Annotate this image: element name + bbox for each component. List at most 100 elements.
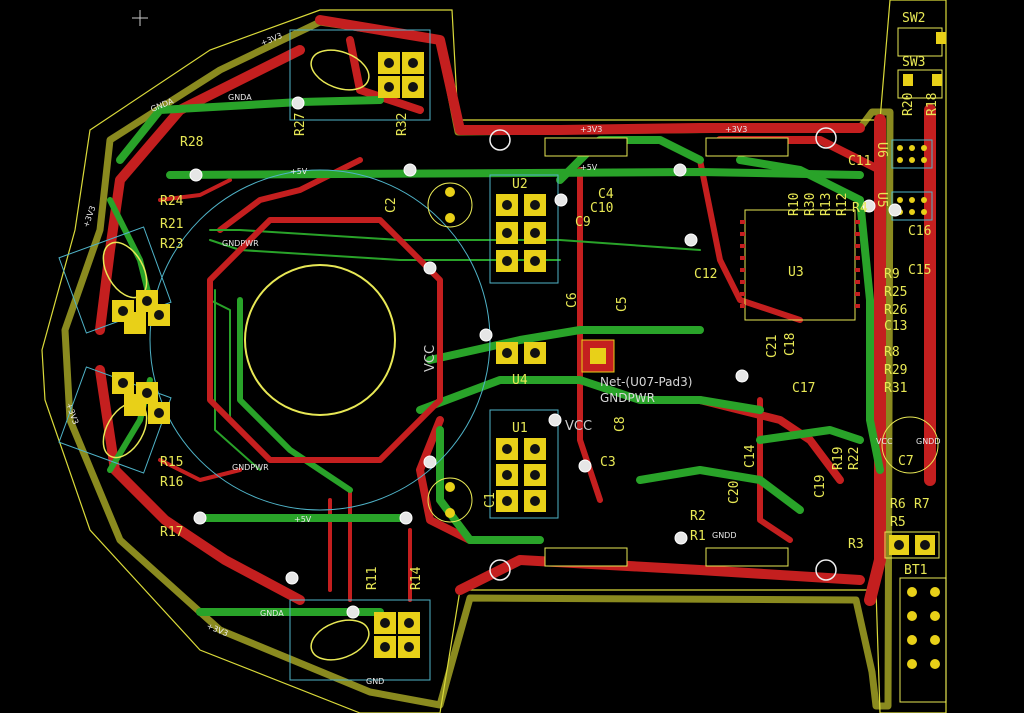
ref-r6: R6 bbox=[890, 497, 906, 512]
ref-sw2: SW2 bbox=[902, 11, 925, 26]
net-plus5v-top: +5V bbox=[290, 167, 308, 176]
ref-c16: C16 bbox=[908, 224, 931, 239]
board-edge bbox=[61, 18, 894, 710]
ref-c18: C18 bbox=[783, 333, 798, 356]
connector-bottom[interactable] bbox=[374, 612, 420, 658]
net-plus5v-bottom: +5V bbox=[294, 515, 312, 524]
ref-r25: R25 bbox=[884, 285, 907, 300]
ref-c11: C11 bbox=[848, 154, 871, 169]
ref-u1: U1 bbox=[512, 421, 528, 436]
sensor-ellipse-bottom bbox=[310, 619, 370, 661]
vias bbox=[189, 96, 902, 619]
motor-octagon bbox=[207, 217, 443, 463]
ref-r32: R32 bbox=[395, 113, 410, 136]
ref-c2: C2 bbox=[384, 197, 399, 213]
sensor-bottom-box bbox=[289, 599, 431, 681]
cursor-crosshair-icon bbox=[132, 10, 148, 26]
ref-c13: C13 bbox=[884, 319, 907, 334]
ref-r20: R20 bbox=[901, 93, 916, 116]
sw3-footprint[interactable] bbox=[897, 69, 943, 99]
net-gndpwr-left: GNDPWR bbox=[232, 463, 269, 472]
ref-r28: R28 bbox=[180, 135, 203, 150]
ref-r31: R31 bbox=[884, 381, 907, 396]
bottom-connector-bar-2 bbox=[705, 547, 789, 567]
sw2-footprint[interactable] bbox=[897, 27, 946, 57]
ref-bt1: BT1 bbox=[904, 563, 927, 578]
net-vcc-center: VCC bbox=[565, 419, 592, 434]
ref-c20: C20 bbox=[727, 481, 742, 504]
net-gndpwr-center: GNDPWR bbox=[600, 391, 655, 405]
net-gndd-r1: GNDD bbox=[712, 531, 737, 540]
net-gndd-right: GNDD bbox=[916, 437, 941, 446]
ref-c5: C5 bbox=[615, 296, 630, 312]
ref-r13: R13 bbox=[819, 193, 834, 216]
ref-c1: C1 bbox=[483, 492, 498, 508]
u2-footprint[interactable] bbox=[489, 174, 559, 284]
u5-footprint[interactable] bbox=[891, 191, 933, 221]
ref-r7: R7 bbox=[914, 497, 930, 512]
ref-r30: R30 bbox=[803, 193, 818, 216]
motor-hole bbox=[244, 264, 396, 416]
ref-r26: R26 bbox=[884, 303, 907, 318]
ref-c6: C6 bbox=[565, 292, 580, 308]
ref-r4: R4 bbox=[852, 201, 868, 216]
c1-footprint[interactable] bbox=[427, 477, 473, 523]
mount-holes bbox=[489, 127, 837, 581]
ref-r8: R8 bbox=[884, 345, 900, 360]
ref-c10: C10 bbox=[590, 201, 613, 216]
ref-r3: R3 bbox=[848, 537, 864, 552]
net-plus5v-mid: +5V bbox=[580, 163, 598, 172]
center-ic[interactable] bbox=[581, 339, 615, 373]
connector-left-top[interactable] bbox=[112, 290, 170, 334]
ref-c15: C15 bbox=[908, 263, 931, 278]
top-connector-bar-2 bbox=[705, 137, 789, 157]
ref-r10: R10 bbox=[787, 193, 802, 216]
c7-footprint[interactable] bbox=[881, 416, 939, 474]
u1-footprint[interactable] bbox=[489, 409, 559, 519]
ref-r18: R18 bbox=[925, 93, 940, 116]
net-gnd-bottom: GND bbox=[366, 677, 384, 686]
back-copper bbox=[107, 96, 884, 616]
reference-labels: SW2 SW3 R20 R18 C11 U6 U5 C16 C15 R9 R25… bbox=[160, 11, 940, 590]
u4-footprint[interactable] bbox=[496, 342, 546, 364]
ref-c4: C4 bbox=[598, 187, 614, 202]
ref-u5: U5 bbox=[874, 192, 889, 208]
ref-r14: R14 bbox=[409, 566, 424, 590]
ref-r1: R1 bbox=[690, 529, 706, 544]
ref-r5: R5 bbox=[890, 515, 906, 530]
connector-left-bottom[interactable] bbox=[112, 372, 170, 424]
ref-r23: R23 bbox=[160, 237, 183, 252]
ref-c8: C8 bbox=[613, 416, 628, 432]
r5-connector[interactable] bbox=[884, 531, 940, 559]
net-plus3v3-mid: +3V3 bbox=[580, 125, 602, 134]
sensor-ellipse-top bbox=[310, 49, 370, 91]
ref-c19: C19 bbox=[813, 475, 828, 498]
net-vcc-right: VCC bbox=[876, 437, 893, 446]
ref-c21: C21 bbox=[765, 335, 780, 358]
u3-footprint[interactable] bbox=[740, 209, 860, 321]
ref-r17: R17 bbox=[160, 525, 183, 540]
net-gndpwr-top: GNDPWR bbox=[222, 239, 259, 248]
u6-footprint[interactable] bbox=[891, 139, 933, 169]
c2-footprint[interactable] bbox=[427, 182, 473, 228]
connector-top[interactable] bbox=[378, 52, 424, 98]
bottom-connector-bar bbox=[544, 547, 628, 567]
ref-u6: U6 bbox=[874, 142, 889, 158]
ref-r9: R9 bbox=[884, 267, 900, 282]
ref-r27: R27 bbox=[293, 113, 308, 136]
bt1-footprint[interactable] bbox=[899, 577, 947, 703]
net-gnda-bottom: GNDA bbox=[260, 609, 284, 618]
net-plus3v3-right: +3V3 bbox=[725, 125, 747, 134]
ref-r12: R12 bbox=[835, 193, 850, 216]
ref-c12: C12 bbox=[694, 267, 717, 282]
sensor-top-box bbox=[289, 29, 431, 121]
ref-r15: R15 bbox=[160, 455, 183, 470]
ref-r11: R11 bbox=[365, 567, 380, 590]
ref-c3: C3 bbox=[600, 455, 616, 470]
ref-u3: U3 bbox=[788, 265, 804, 280]
ref-r24: R24 bbox=[160, 194, 184, 209]
top-connector-bar bbox=[544, 137, 628, 157]
net-gnda-top: GNDA bbox=[228, 93, 252, 102]
ref-r21: R21 bbox=[160, 217, 183, 232]
